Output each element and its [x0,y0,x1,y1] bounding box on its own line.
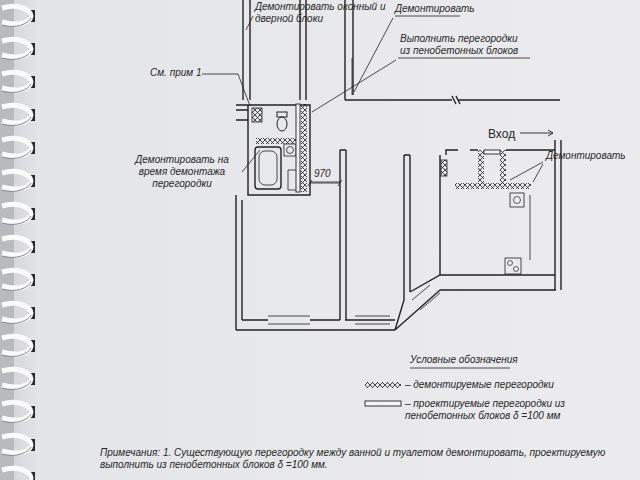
note-text: Примечания: 1. Существующую перегородку … [100,447,630,471]
callout-text: Демонтировать [546,150,626,162]
legend-title: Условные обозначения [410,354,518,366]
callout-text: Демонтировать оконный и дверной блоки [255,1,390,25]
walls [236,0,561,330]
callout-text: См. прим 1 [150,67,201,79]
new-partitions [296,104,500,192]
dimension: 970 [314,168,331,180]
entrance-label: Вход [488,127,515,141]
leader-lines [202,16,543,368]
legend-samples [365,382,401,406]
callout-text: Демонтировать [395,3,475,15]
callout-text: Выполнить перегородки из пенобетонных бл… [400,33,530,57]
callout-text: Демонтировать на время демонтажа перегор… [126,154,238,190]
demolished-partitions [256,104,531,192]
legend-text: – проектируемые перегородки из пенобетон… [405,398,630,422]
binder-spiral [0,0,35,480]
legend-text: – демонтируемые перегородки [405,379,630,391]
